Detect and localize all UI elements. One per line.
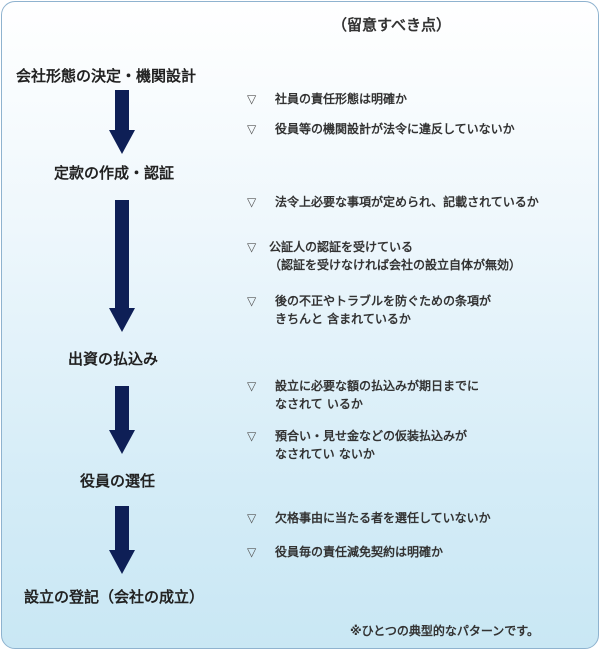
arrow-down-icon xyxy=(109,550,135,574)
arrow-down-icon xyxy=(109,430,135,454)
arrow-down-icon xyxy=(109,308,135,332)
triangle-marker-icon: ▽ xyxy=(247,379,257,393)
footnote: ※ひとつの典型的なパターンです。 xyxy=(350,624,540,638)
checkpoints-heading: （留意すべき点） xyxy=(332,16,451,34)
arrow-down-icon xyxy=(109,130,135,154)
flow-arrow xyxy=(109,506,135,574)
triangle-marker-icon: ▽ xyxy=(247,240,257,254)
triangle-marker-icon: ▽ xyxy=(247,511,257,525)
step-officer-election: 役員の選任 xyxy=(80,472,156,490)
flow-arrow xyxy=(109,200,135,332)
step-articles: 定款の作成・認証 xyxy=(54,164,175,182)
flow-arrow xyxy=(109,90,135,154)
step-company-form: 会社形態の決定・機関設計 xyxy=(16,67,197,85)
flow-arrow xyxy=(109,386,135,454)
step-registration: 設立の登記（会社の成立） xyxy=(24,588,205,606)
triangle-marker-icon: ▽ xyxy=(247,122,257,136)
triangle-marker-icon: ▽ xyxy=(247,195,257,209)
triangle-marker-icon: ▽ xyxy=(247,545,257,559)
step-capital-payment: 出資の払込み xyxy=(68,350,159,368)
triangle-marker-icon: ▽ xyxy=(247,92,257,106)
triangle-marker-icon: ▽ xyxy=(247,429,257,443)
triangle-marker-icon: ▽ xyxy=(247,294,257,308)
